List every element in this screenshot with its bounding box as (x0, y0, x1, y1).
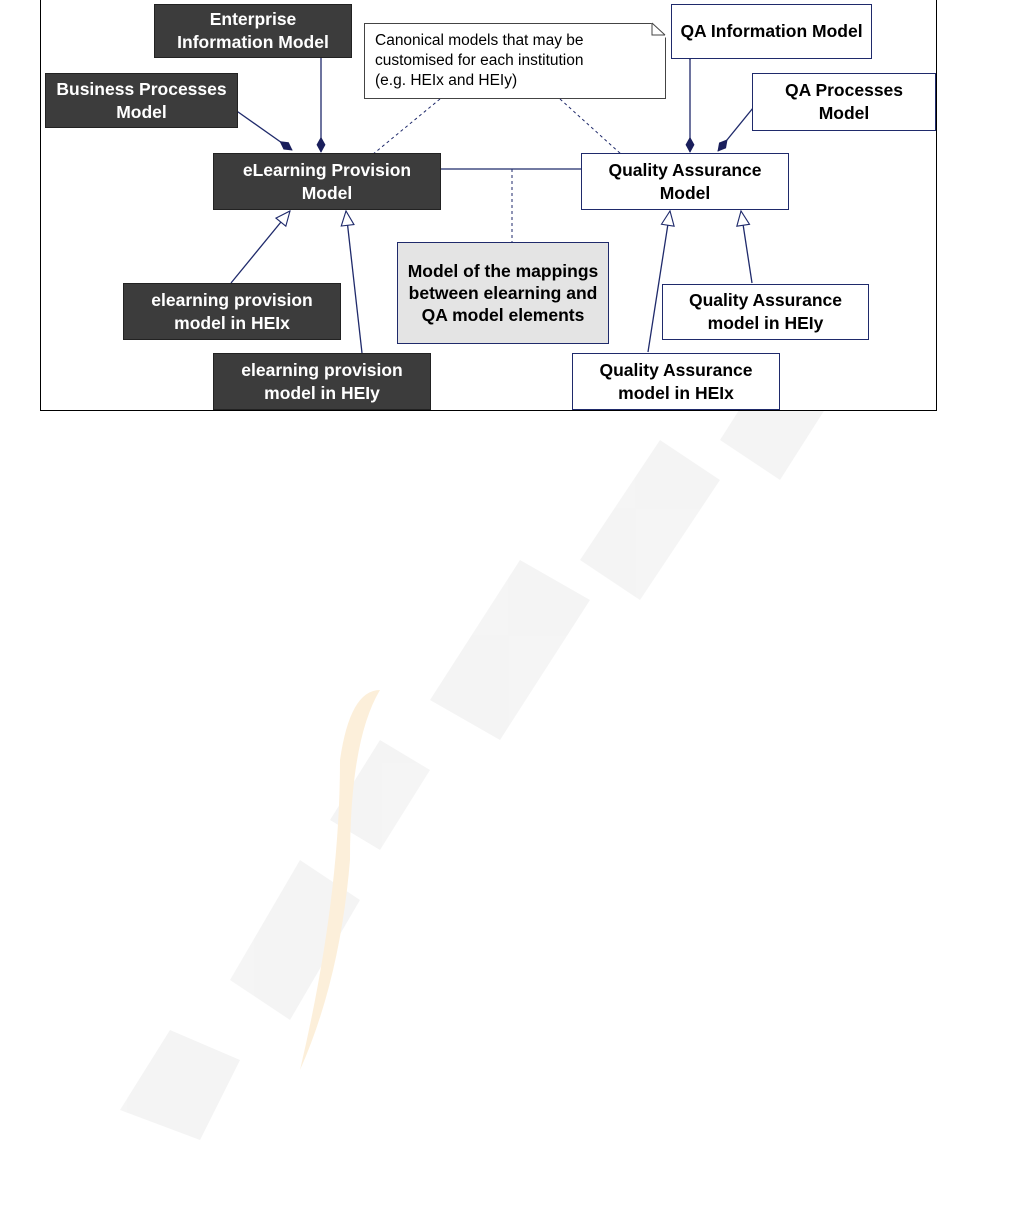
note-line: (e.g. HEIx and HEIy) (375, 72, 518, 89)
node-label: Model of the mappings between elearning … (407, 261, 599, 325)
connector-heix-elearning (230, 211, 290, 284)
node-qa-model-hei-y: Quality Assurance model in HEIy (662, 284, 869, 340)
node-enterprise-information-model: Enterprise Information Model (154, 4, 352, 58)
node-mapping-model: Model of the mappings between elearning … (397, 242, 609, 344)
node-label: elearning provision model in HEIx (151, 289, 313, 333)
node-qa-processes-model: QA Processes Model (752, 73, 936, 131)
connector-business-elearning (231, 107, 292, 151)
connector-note-elearning (371, 98, 441, 156)
node-label: Enterprise Information Model (177, 9, 329, 52)
node-label: eLearning Provision Model (242, 159, 412, 203)
node-label: elearning provision model in HEIy (241, 359, 403, 403)
node-label: Quality Assurance Model (608, 159, 762, 203)
node-qa-information-model: QA Information Model (671, 4, 872, 59)
note-line: customised for each institution (375, 52, 584, 69)
note-line: Canonical models that may be (375, 32, 584, 49)
node-elearning-provision-hei-y: elearning provision model in HEIy (213, 353, 431, 410)
node-business-processes-model: Business Processes Model (45, 73, 238, 128)
node-label: Business Processes Model (56, 78, 227, 122)
node-elearning-provision-model: eLearning Provision Model (213, 153, 441, 210)
connector-qaprocess-qa (718, 108, 753, 151)
node-label: Quality Assurance model in HEIy (688, 290, 843, 333)
node-qa-model-hei-x: Quality Assurance model in HEIx (572, 353, 780, 410)
connector-heiy-elearning (346, 211, 363, 354)
connector-note-qa (559, 98, 623, 156)
connector-qa-heiy-qa (741, 211, 753, 284)
node-elearning-provision-hei-x: elearning provision model in HEIx (123, 283, 341, 340)
connector-qa-heix-qa (647, 211, 670, 353)
note-canonical-models: Canonical models that may be customised … (364, 23, 666, 99)
node-quality-assurance-model: Quality Assurance Model (581, 153, 789, 210)
note-fold-icon (650, 22, 666, 38)
node-label: Quality Assurance model in HEIx (599, 359, 753, 403)
node-label: QA Information Model (680, 21, 863, 41)
connector-layer (0, 0, 1012, 354)
node-label: QA Processes Model (784, 80, 904, 123)
